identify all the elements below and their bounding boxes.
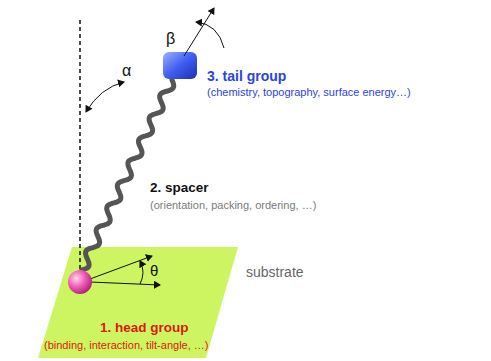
angle-symbol: α [122, 62, 131, 80]
part-name: substrate [246, 264, 304, 280]
part-name: 2. spacer [150, 180, 209, 196]
tail-block [163, 52, 197, 79]
alpha-arc [86, 82, 124, 112]
part-name: 1. head group [100, 320, 189, 336]
beta-arc [196, 22, 224, 48]
normal-line [79, 20, 81, 270]
part-note: (orientation, packing, ordering, …) [150, 199, 316, 212]
part-note: (binding, interaction, tilt-angle, …) [44, 339, 208, 352]
head-sphere [68, 270, 92, 294]
substrate-plane [38, 247, 238, 358]
angle-symbol: β [166, 30, 175, 48]
theta-arc [140, 261, 143, 284]
theta-arrow [90, 282, 160, 285]
part-note: (chemistry, topography, surface energy…) [207, 86, 411, 99]
part-name: 3. tail group [207, 68, 286, 84]
angle-symbol: θ [150, 262, 158, 279]
spacer-chain [82, 80, 174, 270]
beta-arrow [184, 8, 214, 56]
